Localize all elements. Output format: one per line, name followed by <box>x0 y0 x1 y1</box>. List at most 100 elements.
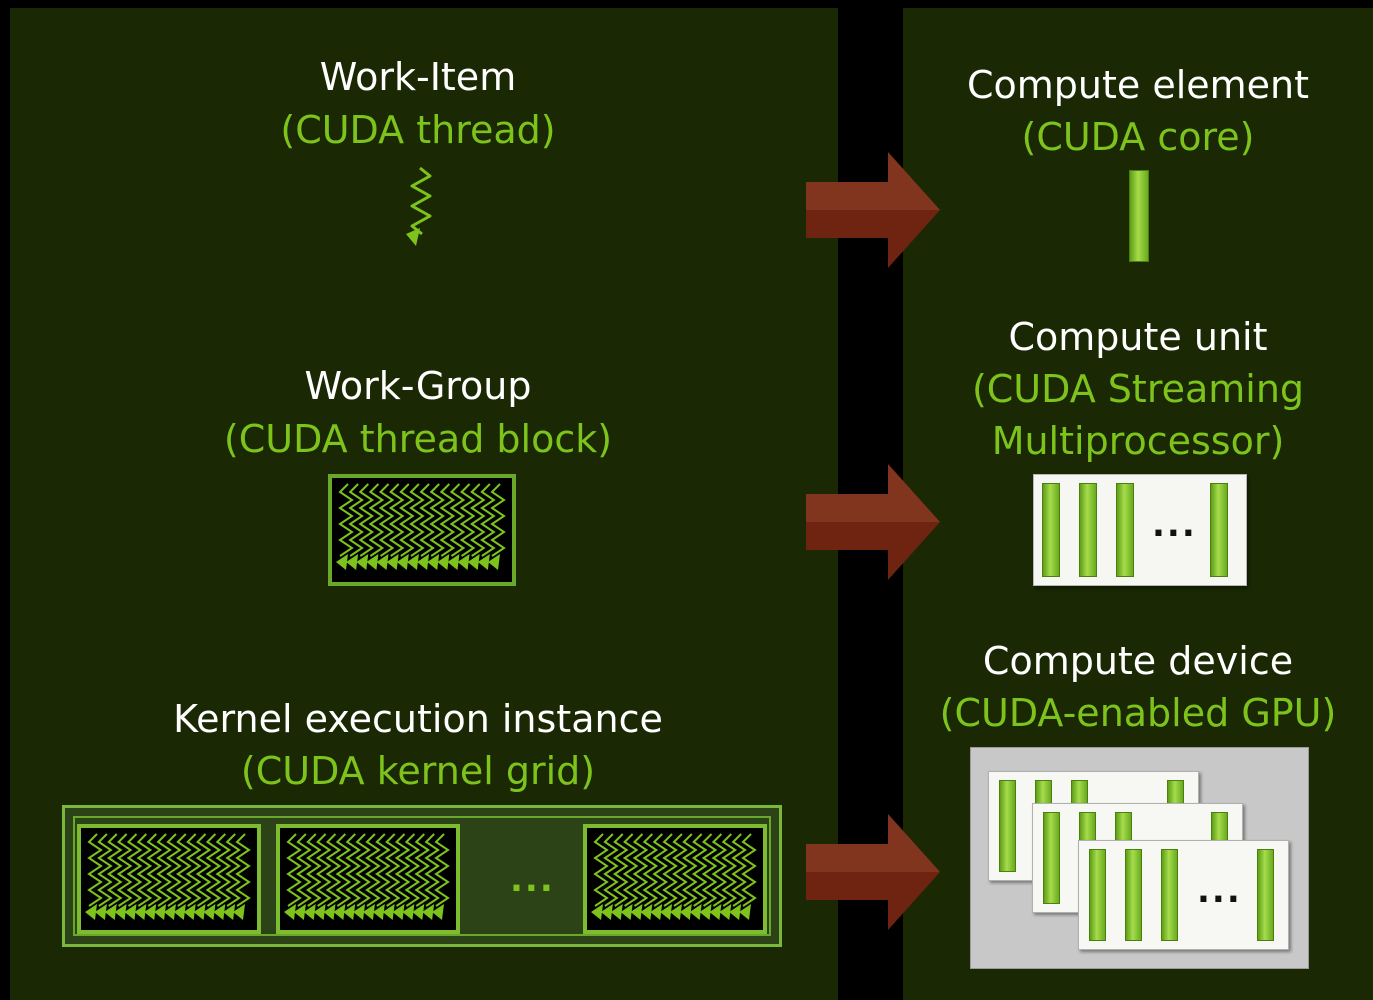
thread-arrowhead <box>353 904 366 920</box>
work-group-title: Work-Group <box>304 364 532 408</box>
thread-squiggle <box>348 483 364 557</box>
work-item-subtitle: (CUDA thread) <box>280 108 556 152</box>
thread-squiggle <box>358 483 375 557</box>
thread-arrowhead <box>154 904 167 920</box>
thread-squiggle <box>603 833 619 907</box>
thread-arrowhead <box>303 904 316 920</box>
thread-arrowhead <box>163 904 176 920</box>
thread-arrowhead <box>488 554 500 570</box>
grid-block-2 <box>276 824 460 934</box>
compute-device-title: Compute device <box>982 639 1294 683</box>
thread-arrowhead <box>183 904 196 920</box>
thread-squiggle <box>414 833 431 907</box>
thread-squiggle <box>345 833 362 907</box>
thread-squiggle <box>136 833 153 907</box>
thread-arrowhead <box>104 904 117 920</box>
thread-arrowhead <box>437 554 450 570</box>
thread-squiggle <box>87 833 103 907</box>
thread-squiggle <box>195 833 212 907</box>
sm-core-bar <box>1079 483 1097 577</box>
thread-arrowhead <box>396 554 409 570</box>
thread-arrowhead <box>467 554 480 570</box>
thread-squiggle <box>434 833 450 907</box>
thread-squiggle <box>305 833 322 907</box>
thread-squiggle <box>741 833 757 907</box>
thread-squiggle <box>691 833 708 907</box>
thread-squiggle <box>490 483 506 557</box>
thread-arrowhead <box>336 554 348 570</box>
thread-arrowhead <box>679 904 692 920</box>
thread-squiggle <box>701 833 718 907</box>
thread-squiggle <box>205 833 222 907</box>
thread-arrowhead <box>193 904 206 920</box>
thread-squiggle <box>156 833 172 907</box>
mapping-arrow-2 <box>806 464 940 580</box>
thread-squiggle <box>662 833 678 907</box>
sm-core-bar <box>1116 483 1134 577</box>
thread-arrowhead <box>134 904 147 920</box>
thread-squiggle <box>355 833 371 907</box>
thread-squiggle <box>325 833 342 907</box>
thread-squiggle-icon <box>406 166 432 246</box>
thread-arrowhead <box>343 904 356 920</box>
thread-block-threads-icon <box>336 483 506 570</box>
sm-core-bar <box>1210 483 1228 577</box>
grid-block-threads-icon <box>85 833 251 920</box>
thread-arrowhead <box>719 904 732 920</box>
thread-arrowhead <box>386 554 399 570</box>
compute-unit-subtitle-line1: (CUDA Streaming <box>971 367 1305 411</box>
thread-arrowhead <box>417 554 430 570</box>
thread-arrowhead <box>427 554 440 570</box>
thread-squiggle <box>185 833 202 907</box>
thread-arrowhead <box>346 554 359 570</box>
work-group-subtitle: (CUDA thread block) <box>223 417 613 461</box>
thread-squiggle <box>235 833 251 907</box>
thread-squiggle <box>175 833 192 907</box>
thread-arrowhead <box>213 904 226 920</box>
thread-arrowhead <box>660 904 673 920</box>
thread-squiggle <box>480 483 496 557</box>
thread-squiggle <box>315 833 332 907</box>
thread-arrowhead <box>610 904 623 920</box>
thread-arrowhead <box>284 904 296 920</box>
thread-squiggle <box>378 483 395 557</box>
thread-arrowhead <box>233 904 245 920</box>
thread-arrowhead <box>223 904 236 920</box>
kernel-subtitle: (CUDA kernel grid) <box>240 749 596 793</box>
card-core-bar <box>999 780 1016 872</box>
card-core-bar <box>1089 849 1106 941</box>
thread-arrowhead <box>402 904 415 920</box>
thread-arrowhead <box>422 904 435 920</box>
thread-squiggle <box>394 833 411 907</box>
thread-arrowhead <box>477 554 490 570</box>
thread-arrowhead <box>323 904 336 920</box>
thread-arrowhead <box>447 554 460 570</box>
grid-block-3 <box>583 824 767 934</box>
thread-squiggle <box>388 483 405 557</box>
grid-block-1 <box>77 824 261 934</box>
thread-squiggle <box>166 833 182 907</box>
thread-squiggle <box>404 833 421 907</box>
thread-arrowhead <box>739 904 751 920</box>
gpu-ellipsis: ... <box>1197 871 1242 911</box>
thread-arrowhead <box>709 904 722 920</box>
thread-arrowhead <box>85 904 97 920</box>
grid-block-threads-icon <box>591 833 757 920</box>
cuda-core-icon <box>1129 170 1149 262</box>
thread-squiggle <box>116 833 133 907</box>
kernel-grid-inner-border <box>73 816 771 936</box>
thread-squiggle <box>384 833 401 907</box>
thread-squiggle <box>731 833 747 907</box>
kernel-grid-ellipsis: ... <box>510 860 555 900</box>
compute-unit-title: Compute unit <box>1008 315 1268 359</box>
thread-arrowhead <box>203 904 216 920</box>
thread-squiggle <box>398 483 415 557</box>
thread-squiggle <box>642 833 659 907</box>
thread-arrowhead <box>650 904 663 920</box>
thread-arrowhead <box>173 904 186 920</box>
card-core-bar <box>1043 812 1060 904</box>
thread-block-box <box>328 474 516 586</box>
thread-squiggle <box>439 483 456 557</box>
thread-squiggle <box>368 483 385 557</box>
sm-ellipsis: ... <box>1152 505 1197 545</box>
